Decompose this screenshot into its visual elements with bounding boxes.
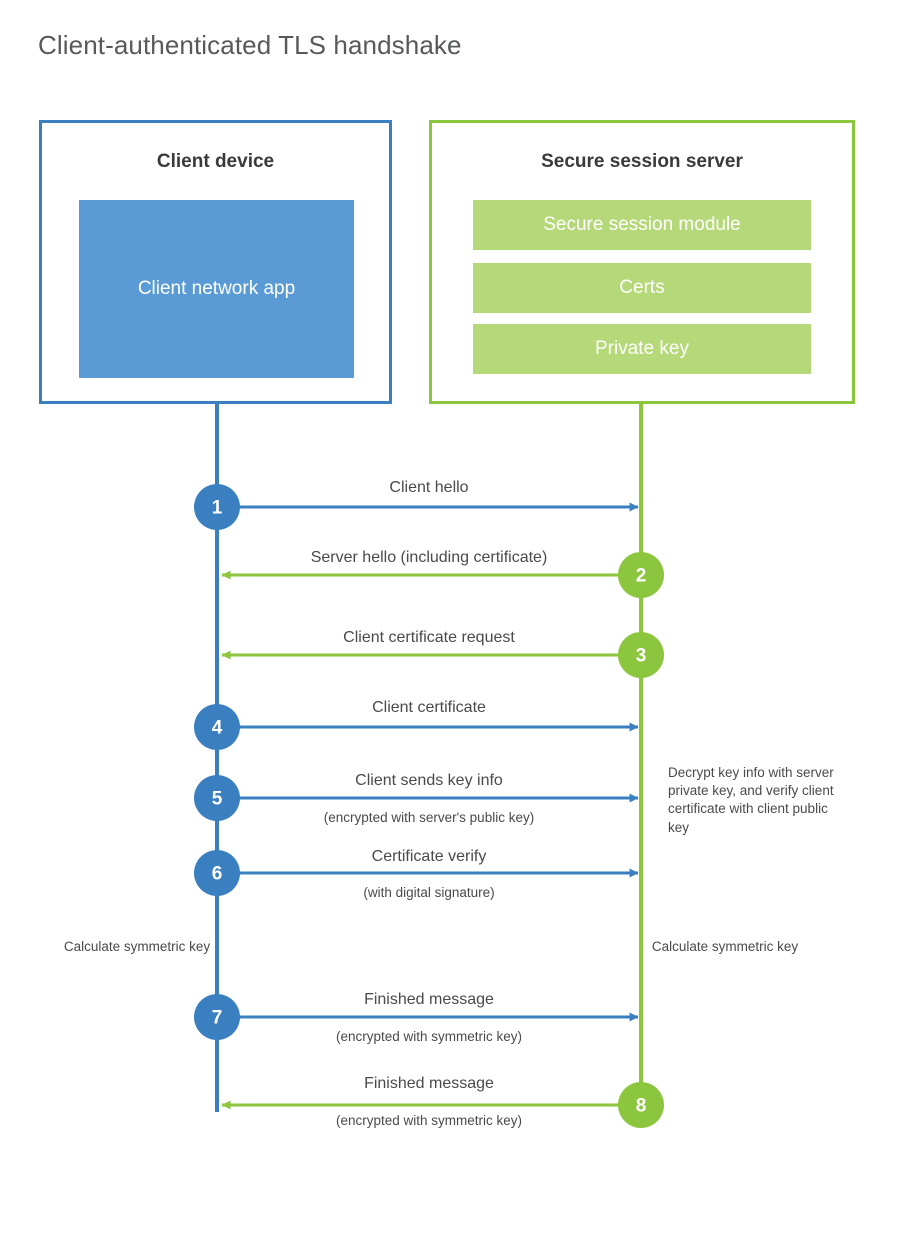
step-label-8: Finished message	[364, 1075, 494, 1092]
step-label-1: Client hello	[389, 479, 469, 496]
step-marker-5[interactable]: 5	[194, 775, 240, 821]
step-label-5: Client sends key info	[355, 772, 503, 789]
step-marker-1[interactable]: 1	[194, 484, 240, 530]
step-marker-3[interactable]: 3	[618, 632, 664, 678]
step-label-7: Finished message	[364, 991, 494, 1008]
step-marker-2[interactable]: 2	[618, 552, 664, 598]
client-calculate-symmetric-key-note: Calculate symmetric key	[63, 939, 211, 954]
step-marker-4[interactable]: 4	[194, 704, 240, 750]
step-marker-7[interactable]: 7	[194, 994, 240, 1040]
step-number-8: 8	[636, 1096, 647, 1117]
server-decrypt-note: Decrypt key info with server private key…	[668, 765, 834, 835]
step-label-4: Client certificate	[372, 699, 486, 716]
server-calculate-symmetric-key-note: Calculate symmetric key	[651, 939, 799, 954]
client-network-app-block: Client network app	[79, 200, 354, 378]
client-device-box: Client device Client network app	[39, 120, 392, 404]
step-sublabel-5: (encrypted with server's public key)	[323, 810, 535, 825]
step-number-7: 7	[212, 1008, 223, 1029]
step-label-3: Client certificate request	[343, 629, 515, 646]
page-title: Client-authenticated TLS handshake	[38, 30, 462, 60]
client-device-title: Client device	[156, 151, 275, 172]
step-sublabel-7: (encrypted with symmetric key)	[335, 1029, 523, 1044]
step-number-3: 3	[636, 646, 647, 667]
step-sublabel-8: (encrypted with symmetric key)	[335, 1113, 523, 1128]
step-number-1: 1	[212, 498, 223, 519]
step-label-2: Server hello (including certificate)	[310, 549, 548, 566]
secure-session-server-box: Secure session server Secure session mod…	[429, 120, 855, 404]
step-marker-8[interactable]: 8	[618, 1082, 664, 1128]
step-number-6: 6	[212, 864, 223, 885]
step-label-6: Certificate verify	[371, 848, 487, 865]
step-marker-6[interactable]: 6	[194, 850, 240, 896]
step-number-2: 2	[636, 566, 647, 587]
step-number-5: 5	[212, 789, 223, 810]
server-component-secure-session-module: Secure session module	[473, 200, 811, 250]
secure-session-server-title: Secure session server	[541, 151, 743, 172]
server-component-certs: Certs	[473, 263, 811, 313]
step-number-4: 4	[212, 718, 223, 739]
server-component-private-key: Private key	[473, 324, 811, 374]
step-sublabel-6: (with digital signature)	[363, 885, 495, 900]
